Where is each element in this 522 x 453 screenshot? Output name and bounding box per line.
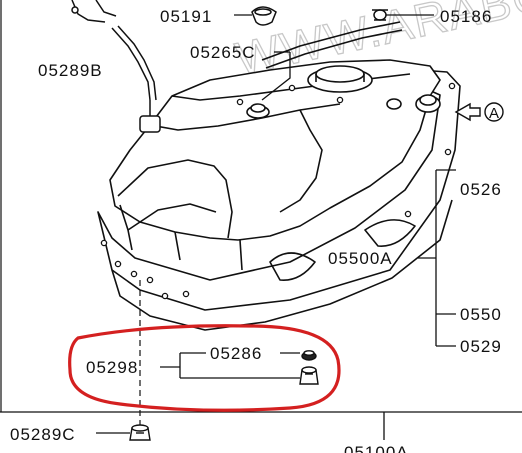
nut-05298-icon — [299, 366, 319, 385]
label-05298: 05298 — [86, 358, 138, 377]
label-05289c: 05289C — [10, 425, 76, 444]
leader-lines — [96, 14, 456, 440]
grommet-05286-icon — [301, 350, 317, 361]
label-05186: 05186 — [440, 7, 492, 26]
bolt-05289c-icon — [129, 424, 151, 441]
pressure-valve-icon — [251, 6, 277, 26]
label-0550: 0550 — [460, 305, 502, 324]
label-05265c: 05265C — [190, 43, 256, 62]
fuel-tank — [97, 21, 461, 331]
view-marker-label: A — [489, 105, 499, 122]
label-05286: 05286 — [210, 344, 262, 363]
label-05289b: 05289B — [38, 61, 103, 80]
label-0526: 0526 — [460, 180, 502, 199]
part-labels: 05191 05186 05265C 05289B 0526 05500A 05… — [10, 7, 502, 453]
label-0529: 0529 — [460, 337, 502, 356]
label-05500a: 05500A — [328, 249, 393, 268]
label-05191: 05191 — [160, 7, 212, 26]
view-marker-a: A — [454, 102, 504, 122]
flange-bolt-holes — [100, 82, 456, 300]
label-05100a: 05100A — [344, 443, 409, 453]
highlight-outline — [68, 324, 341, 412]
fuel-sender-assembly — [71, 0, 161, 133]
sender-connector-icon — [139, 115, 161, 133]
